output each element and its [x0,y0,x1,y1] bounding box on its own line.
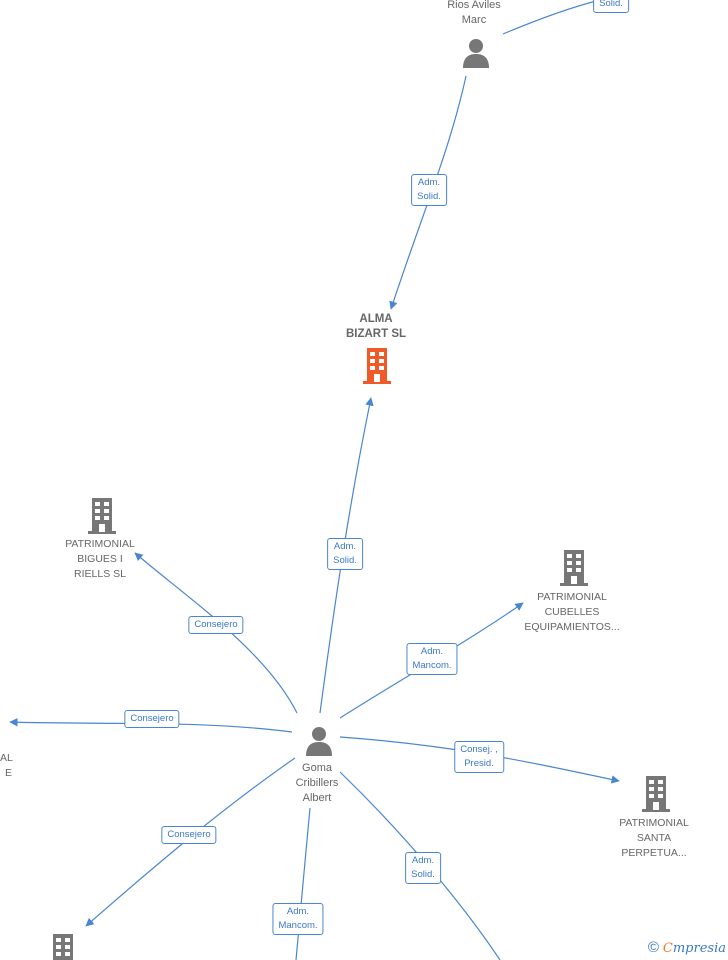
brand-initial: C [662,941,673,956]
node-label-partial-left[interactable]: AL E [0,752,13,779]
building-icon[interactable] [86,498,118,534]
edge-label-top-solid[interactable]: Solid. [593,0,629,13]
edge-label-goma-santa[interactable]: Consej. , Presid. [454,741,504,773]
edge-label-goma-bottom-right[interactable]: Adm. Solid. [405,852,441,884]
building-icon[interactable] [48,934,78,960]
edge-label-rios-alma[interactable]: Adm. Solid. [411,174,447,206]
node-label-patrimonial-bigues[interactable]: PATRIMONIAL BIGUES I RIELLS SL [65,538,135,580]
empresia-watermark: ©Cmpresia [648,939,726,956]
person-icon[interactable] [462,38,490,68]
brand-name: mpresia [672,941,726,956]
copyright-symbol: © [647,939,659,956]
edge-label-goma-alma[interactable]: Adm. Solid. [327,538,363,570]
edge-label-goma-bigues[interactable]: Consejero [188,616,244,634]
building-icon[interactable] [558,550,590,586]
person-icon[interactable] [305,726,333,756]
node-label-patrimonial-cubelles[interactable]: PATRIMONIAL CUBELLES EQUIPAMIENTOS... [524,591,620,633]
node-label-rios-aviles[interactable]: Rios Aviles Marc [447,0,501,26]
edge-label-goma-bottom[interactable]: Adm. Mancom. [272,903,324,935]
building-icon[interactable] [361,348,393,384]
node-label-goma-cribillers[interactable]: Goma Cribillers Albert [295,762,339,804]
edge-label-goma-cubelles[interactable]: Adm. Mancom. [406,643,458,675]
edge-rios-to-top [502,0,601,35]
edge-label-goma-left[interactable]: Consejero [124,710,180,728]
building-icon[interactable] [640,776,672,812]
edge-goma-to-bottom [295,807,311,960]
node-label-alma-bizart[interactable]: ALMA BIZART SL [345,313,407,340]
edge-label-goma-bottom-left[interactable]: Consejero [161,826,217,844]
node-label-patrimonial-santa[interactable]: PATRIMONIAL SANTA PERPETUA... [619,817,689,859]
